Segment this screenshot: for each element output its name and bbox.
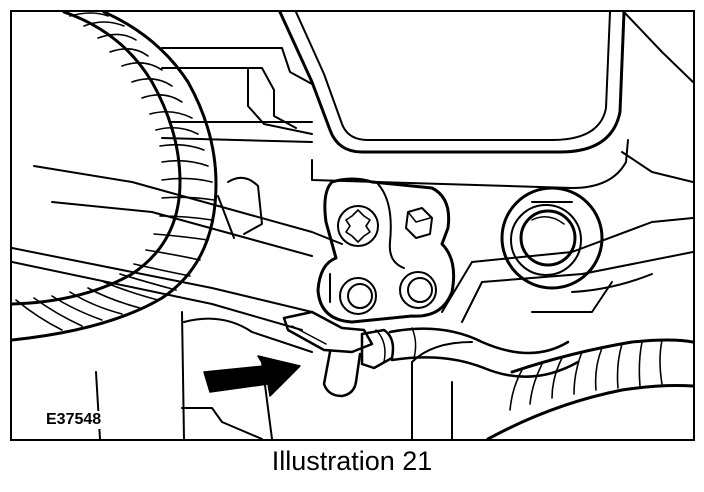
sensor-body [282,310,395,398]
upper-bracket [161,47,313,143]
arrow-icon [203,355,301,397]
sensor-cable [388,327,580,378]
lower-structure [411,201,693,439]
grommet-plug [500,186,604,290]
figure-caption: Illustration 21 [271,446,433,476]
wiring-harness [12,12,218,342]
right-harness [486,338,693,439]
housing-cover [278,12,693,189]
figure-reference-code: E37548 [44,411,104,429]
sensor-bracket [316,177,456,324]
brake-lines [12,165,343,331]
illustration-frame: E37548 [10,10,695,441]
technical-line-drawing [12,12,693,439]
